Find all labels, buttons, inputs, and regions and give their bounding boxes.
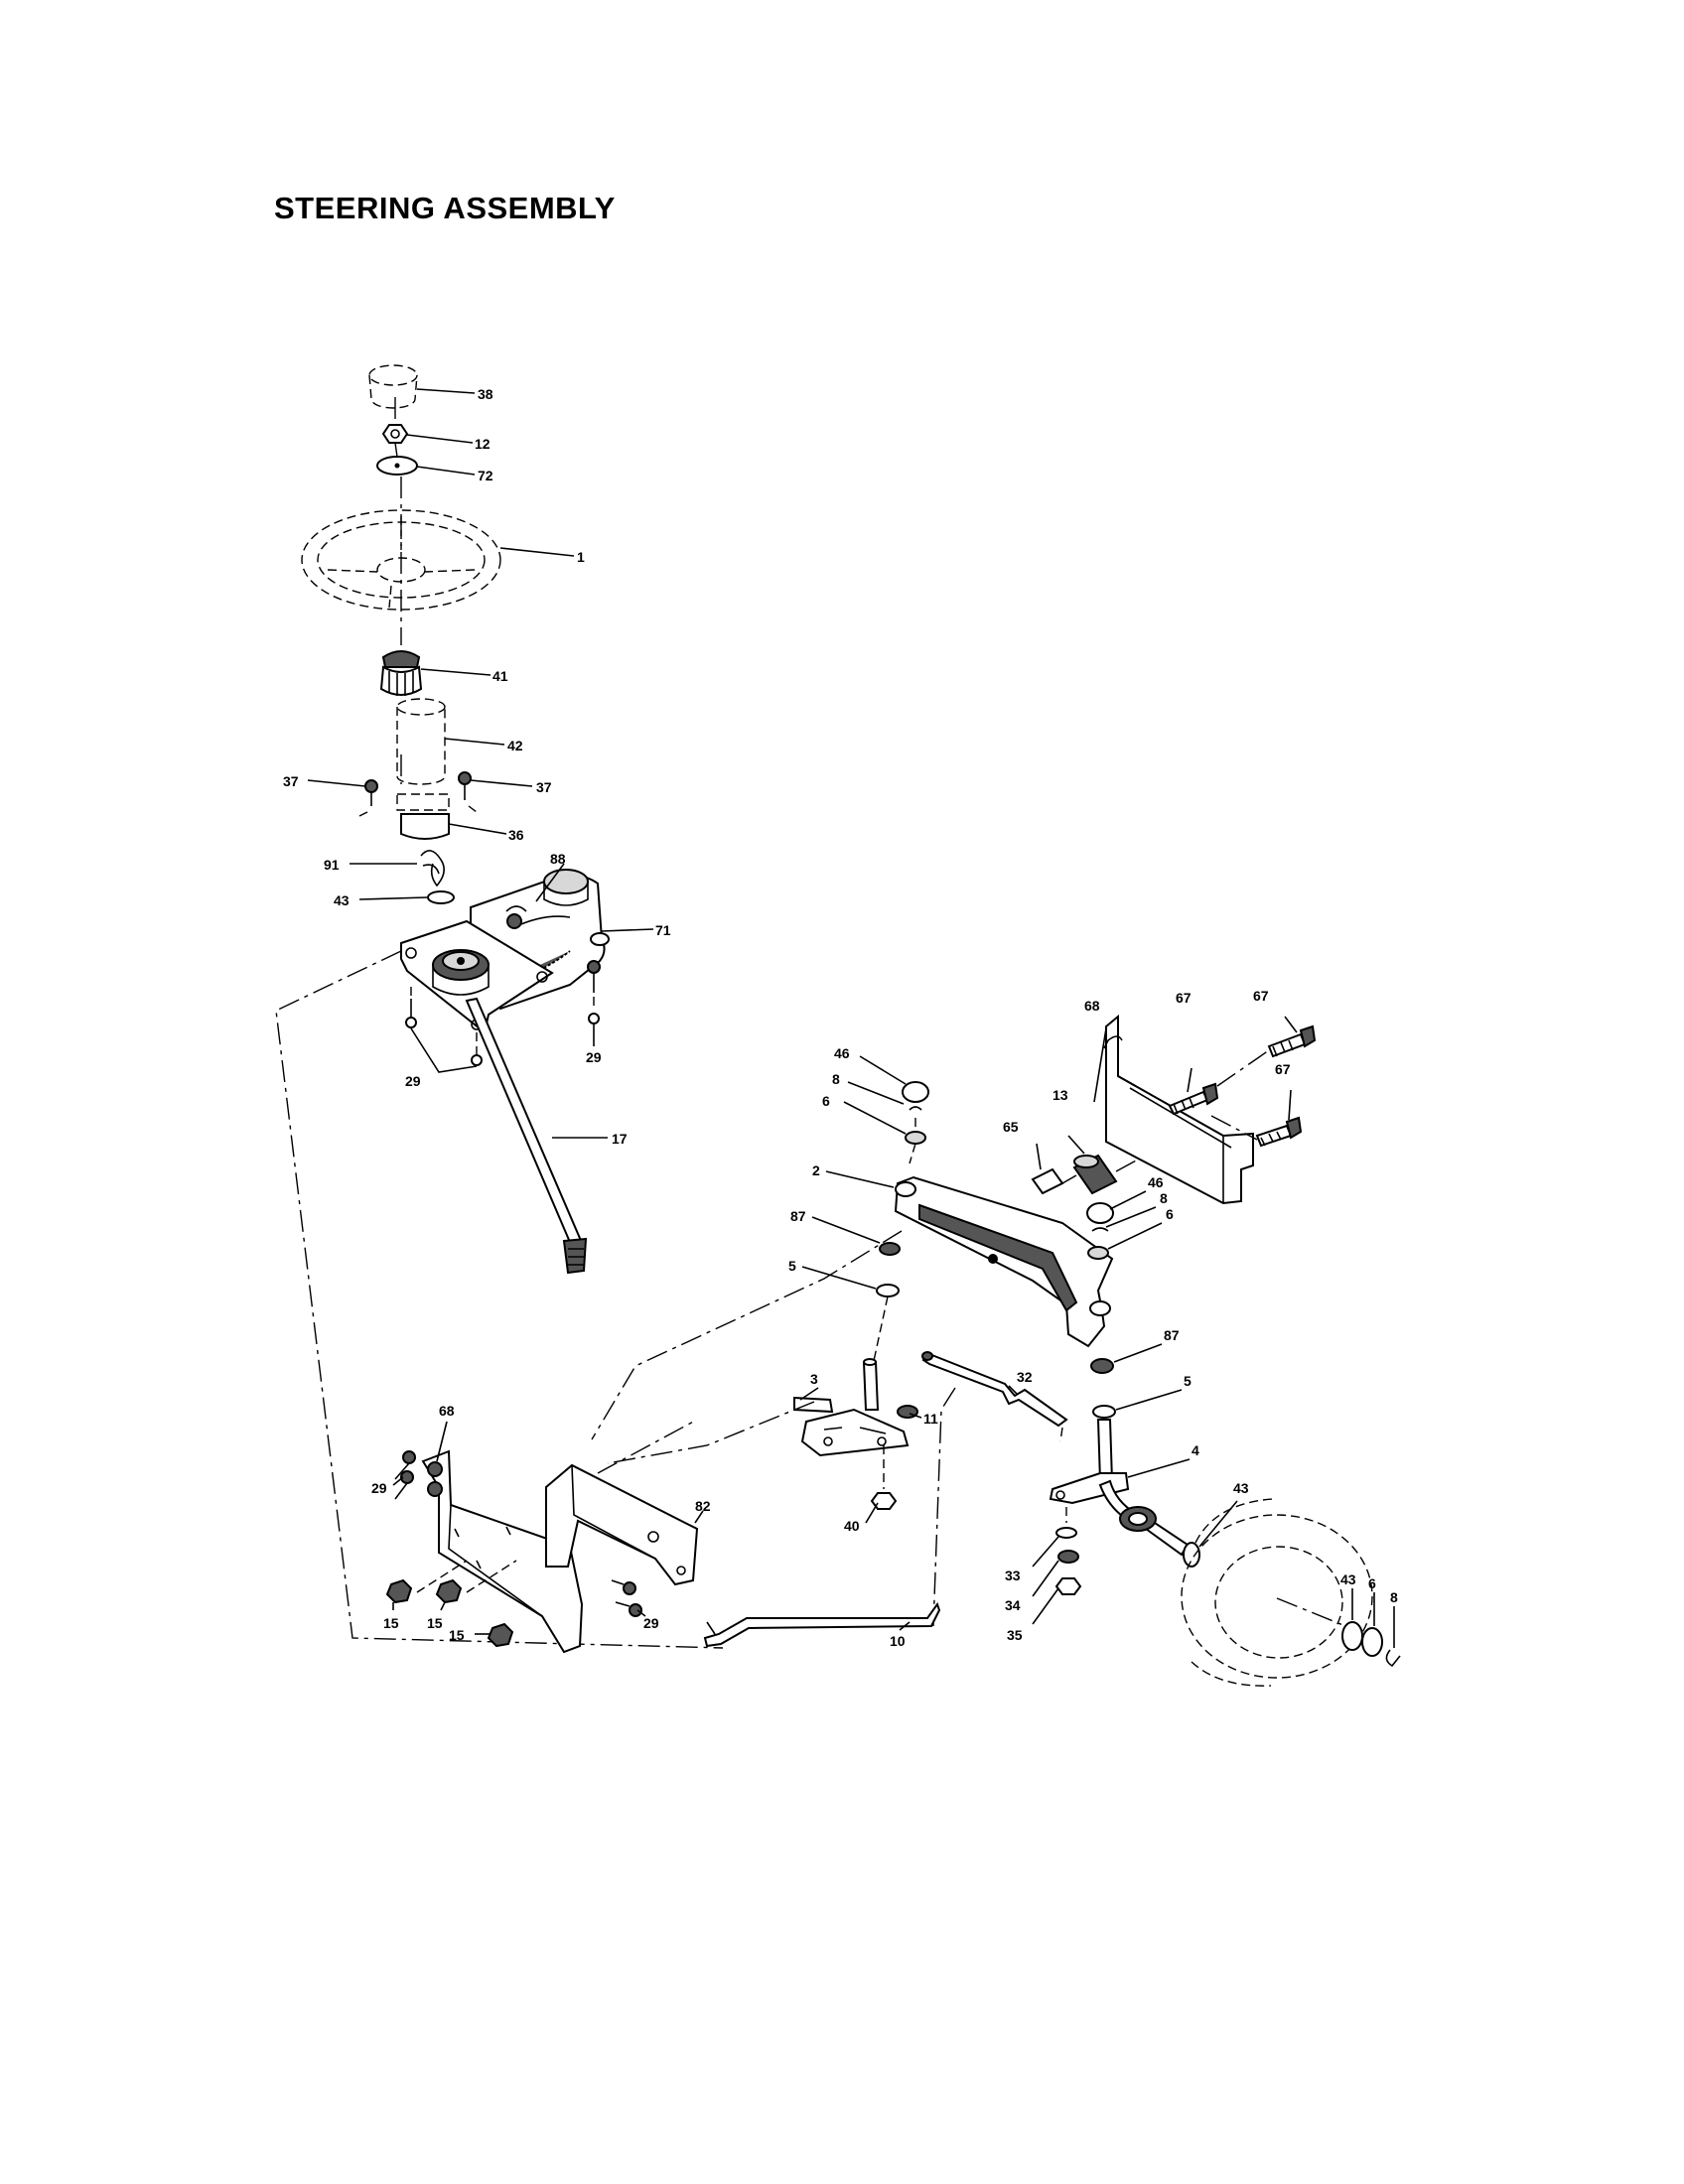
callout-41: 41 — [492, 668, 508, 684]
callout-labels: 38 12 72 1 41 42 37 37 36 91 43 88 71 29… — [283, 386, 1398, 1649]
callout-35: 35 — [1007, 1627, 1023, 1643]
callout-42: 42 — [507, 738, 523, 753]
callout-5-right: 5 — [1184, 1373, 1192, 1389]
callout-29-lower-left: 29 — [371, 1480, 387, 1496]
callout-8-left: 8 — [832, 1071, 840, 1087]
callout-67-c: 67 — [1275, 1061, 1291, 1077]
callout-11: 11 — [923, 1411, 938, 1427]
callout-82: 82 — [695, 1498, 711, 1514]
callout-72: 72 — [478, 468, 493, 483]
callout-37-right: 37 — [536, 779, 552, 795]
callout-29-left: 29 — [405, 1073, 421, 1089]
callout-87-left: 87 — [790, 1208, 806, 1224]
callout-87-right: 87 — [1164, 1327, 1180, 1343]
callout-15-c: 15 — [449, 1627, 465, 1643]
callout-43-outer: 43 — [1340, 1571, 1356, 1587]
callout-33: 33 — [1005, 1568, 1021, 1583]
callout-71: 71 — [655, 922, 671, 938]
callout-43-upper: 43 — [334, 892, 350, 908]
callout-15-a: 15 — [383, 1615, 399, 1631]
callout-15-b: 15 — [427, 1615, 443, 1631]
callout-3: 3 — [810, 1371, 818, 1387]
callout-46-right: 46 — [1148, 1174, 1164, 1190]
callout-88: 88 — [550, 851, 566, 867]
callout-36: 36 — [508, 827, 524, 843]
callout-34: 34 — [1005, 1597, 1021, 1613]
callout-12: 12 — [475, 436, 491, 452]
callout-13: 13 — [1052, 1087, 1068, 1103]
page-title: STEERING ASSEMBLY — [274, 191, 616, 225]
front-axle-parts — [591, 1014, 1401, 1687]
callout-8-outer: 8 — [1390, 1589, 1398, 1605]
steering-column-parts — [275, 364, 724, 1649]
callout-46-left: 46 — [834, 1045, 850, 1061]
callout-67-a: 67 — [1176, 990, 1192, 1006]
callout-43-wheel: 43 — [1233, 1480, 1249, 1496]
callout-leader-lines — [307, 388, 1395, 1648]
callout-29-lower-right: 29 — [643, 1615, 659, 1631]
callout-17: 17 — [612, 1131, 628, 1147]
callout-29-right: 29 — [586, 1049, 602, 1065]
callout-6-outer: 6 — [1368, 1575, 1376, 1591]
callout-4: 4 — [1192, 1442, 1199, 1458]
callout-37-left: 37 — [283, 773, 299, 789]
callout-10: 10 — [890, 1633, 906, 1649]
callout-68-lower: 68 — [439, 1403, 455, 1419]
callout-68-upper: 68 — [1084, 998, 1100, 1014]
callout-8-right: 8 — [1160, 1190, 1168, 1206]
callout-6-right: 6 — [1166, 1206, 1174, 1222]
callout-2: 2 — [812, 1162, 820, 1178]
callout-65: 65 — [1003, 1119, 1019, 1135]
callout-1: 1 — [577, 549, 585, 565]
callout-38: 38 — [478, 386, 493, 402]
callout-91: 91 — [324, 857, 340, 873]
mounting-bracket-parts — [385, 1419, 699, 1654]
callout-67-b: 67 — [1253, 988, 1269, 1004]
callout-40: 40 — [844, 1518, 860, 1534]
callout-5-left: 5 — [788, 1258, 796, 1274]
callout-32: 32 — [1017, 1369, 1033, 1385]
callout-6-left: 6 — [822, 1093, 830, 1109]
